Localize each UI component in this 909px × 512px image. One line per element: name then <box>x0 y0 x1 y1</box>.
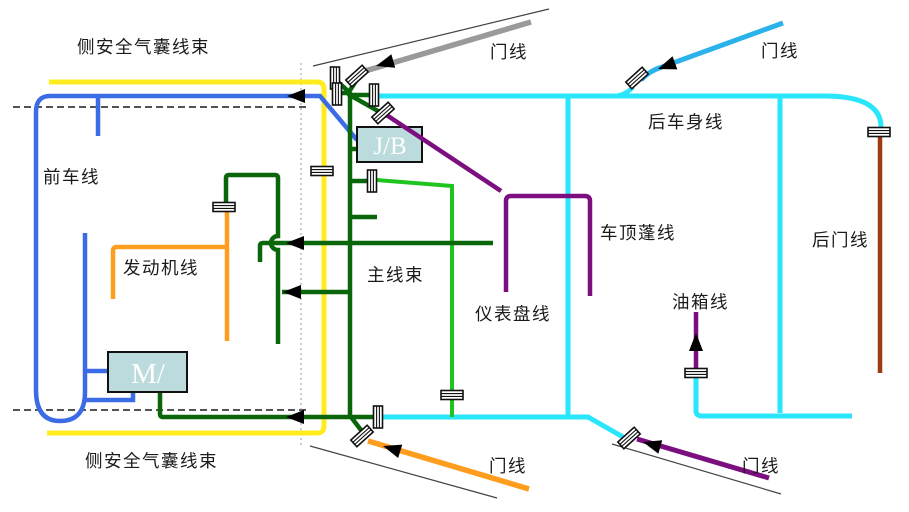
label-rear-body: 后车身线 <box>648 112 724 132</box>
front-car-stub-m-lower <box>85 391 136 403</box>
label-side-airbag-bottom: 侧安全气囊线束 <box>85 451 218 471</box>
label-main-harness: 主线束 <box>367 265 424 285</box>
arrow-front-car <box>287 89 305 103</box>
roof-line-diagonal <box>383 112 503 193</box>
label-side-airbag-top: 侧安全气囊线束 <box>77 37 210 57</box>
connector-floor-branch <box>366 169 378 193</box>
side-airbag-line <box>47 79 327 436</box>
door-opening-outline-bottom-left <box>309 445 498 499</box>
side-airbag-harness <box>47 79 327 436</box>
roof-instrument-harness <box>383 112 593 296</box>
arrows <box>283 54 703 458</box>
label-door-bottom-right: 门线 <box>742 456 780 476</box>
arrow-fuel-tank <box>689 333 703 351</box>
arrow-bottom-line <box>286 410 304 424</box>
front-car-harness <box>33 93 359 424</box>
label-engine: 发动机线 <box>123 258 199 278</box>
label-door-top-right: 门线 <box>761 41 799 61</box>
engine-harness <box>110 211 230 341</box>
connector-junction-lower <box>331 82 343 106</box>
door-opening-outline-bottom-right <box>611 443 782 495</box>
engine-line-branch <box>110 244 227 299</box>
connector-sill-left <box>372 405 384 429</box>
main-harness-bottom-line <box>157 391 374 420</box>
connector-door-gray <box>345 64 369 88</box>
rear-body-sill-right <box>693 378 852 419</box>
label-fuel-tank: 油箱线 <box>672 292 729 312</box>
rear-body-harness <box>377 85 884 440</box>
labels: 侧安全气囊线束 前车线 发动机线 主线束 仪表盘线 车顶蓬线 后车身线 油箱线 … <box>43 37 869 476</box>
arrow-branch-292 <box>283 285 301 299</box>
arrow-door-purple <box>641 435 663 454</box>
main-harness-engine-hook <box>223 172 281 344</box>
label-door-top: 门线 <box>490 42 528 62</box>
m-box-label: M/ <box>131 358 166 390</box>
label-rear-door: 后门线 <box>812 230 869 250</box>
connector-door-purple <box>617 426 641 450</box>
floor-branch-line <box>376 178 454 417</box>
jb-box-label: J/B <box>373 133 406 160</box>
connector-airbag <box>310 165 334 177</box>
connector-rear-door <box>867 126 891 138</box>
roof-instrument-arch <box>503 193 593 296</box>
connector-fuel-tank <box>684 367 708 379</box>
door-opening-outline-top <box>312 8 550 67</box>
connector-rear-body-start <box>368 83 380 107</box>
label-instrument-panel: 仪表盘线 <box>475 304 551 324</box>
connectors <box>212 64 891 450</box>
floor-branch <box>376 178 454 417</box>
module-box: M/ <box>107 351 188 393</box>
front-car-line <box>33 93 359 424</box>
main-harness-branch-243 <box>257 240 493 262</box>
rear-body-top-line <box>377 93 884 128</box>
label-door-bottom: 门线 <box>489 456 527 476</box>
connector-engine <box>212 201 236 213</box>
rear-body-sill-left <box>382 414 625 440</box>
m-box <box>107 351 188 393</box>
label-front-car: 前车线 <box>43 167 100 187</box>
label-roof: 车顶蓬线 <box>600 223 676 243</box>
arrow-branch-243 <box>286 236 304 250</box>
connector-door-cyan <box>625 66 649 90</box>
connector-floor-mid <box>440 389 464 401</box>
